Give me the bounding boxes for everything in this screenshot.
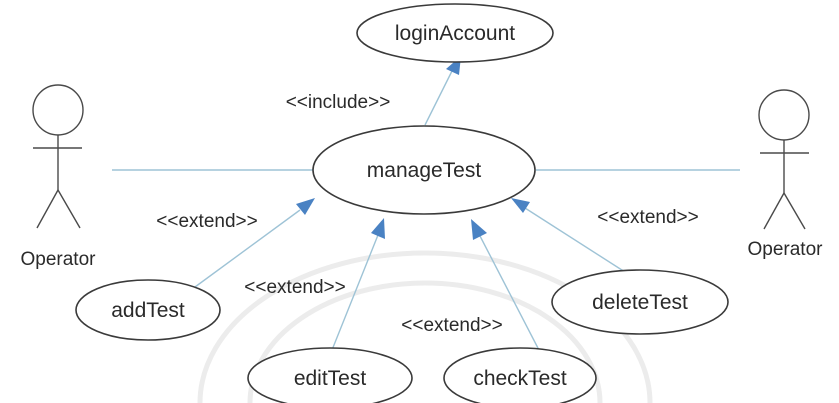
stereotype-extend-add: <<extend>> [156, 211, 257, 232]
actor-figure-icon [758, 89, 810, 230]
actor-operator-right[interactable]: Operator [748, 89, 824, 260]
extend-check-arrowhead [471, 219, 487, 240]
stereotype-extend-edit: <<extend>> [244, 277, 345, 298]
usecase-login-account[interactable]: loginAccount [356, 3, 554, 63]
actor-operator-left-label: Operator [21, 249, 97, 270]
usecase-check-test[interactable]: checkTest [443, 347, 597, 403]
extend-dependency-add [194, 198, 315, 288]
include-dependency [424, 56, 461, 126]
usecase-delete-test-label: deleteTest [592, 291, 688, 314]
usecase-manage-test-label: manageTest [367, 159, 482, 182]
stereotype-extend-check: <<extend>> [401, 315, 502, 336]
usecase-login-account-label: loginAccount [395, 22, 515, 45]
actor-operator-left[interactable]: Operator [21, 84, 97, 270]
extend-dependency-delete [511, 198, 626, 273]
stereotype-include: <<include>> [286, 92, 391, 113]
usecase-check-test-label: checkTest [473, 367, 567, 390]
usecase-add-test-label: addTest [111, 299, 185, 322]
usecase-edit-test[interactable]: editTest [247, 347, 413, 403]
extend-edit-arrowhead [371, 218, 385, 239]
actor-figure-icon [32, 84, 84, 229]
usecase-edit-test-label: editTest [294, 367, 367, 390]
usecase-delete-test[interactable]: deleteTest [551, 269, 729, 335]
extend-dependency-edit [329, 218, 385, 356]
extend-delete-arrowhead [511, 198, 530, 213]
actor-operator-right-label: Operator [748, 239, 824, 260]
stereotype-extend-delete: <<extend>> [597, 207, 698, 228]
extend-dependency-check [471, 219, 541, 353]
extend-add-arrowhead [296, 198, 315, 215]
usecase-manage-test[interactable]: manageTest [312, 125, 536, 215]
usecase-add-test[interactable]: addTest [75, 279, 221, 341]
